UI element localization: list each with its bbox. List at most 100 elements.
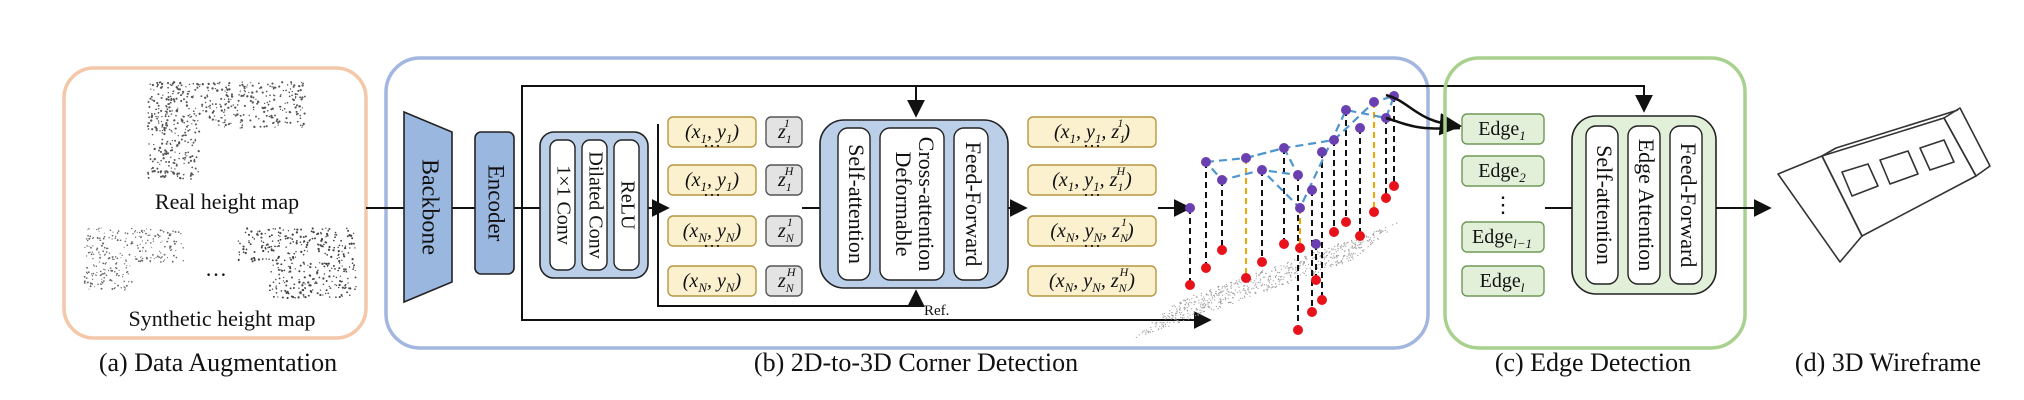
height-map-dot [161, 123, 164, 126]
synthetic-map-dot [298, 287, 300, 289]
height-query-text: z1H [777, 164, 795, 194]
synthetic-map-dot [102, 250, 105, 253]
synthetic-map-dot [125, 259, 127, 261]
synthetic-map-dot [307, 264, 309, 266]
edge-self-attention-label: Self-attention [1592, 145, 1617, 265]
ground-point [1263, 289, 1265, 291]
ground-point [1209, 307, 1211, 309]
synthetic-map-dot [278, 282, 281, 284]
ground-point [1171, 305, 1173, 307]
synthetic-map-dot [338, 295, 341, 299]
ground-point [1181, 312, 1183, 314]
ground-point [1325, 251, 1327, 253]
ground-point [1280, 265, 1282, 267]
ground-point [1183, 320, 1185, 322]
ground-point [1163, 322, 1165, 324]
ground-point [1200, 302, 1202, 304]
ground-point [1234, 283, 1236, 285]
height-map-dot [290, 83, 293, 85]
height-map-dot [169, 110, 171, 113]
height-map-dot [186, 92, 189, 95]
height-map-dot [161, 115, 163, 118]
synthetic-map-dot [104, 254, 106, 256]
synthetic-map-dot [262, 244, 264, 247]
synthetic-map-dot [302, 293, 305, 296]
synthetic-map-dot [104, 262, 107, 265]
ground-point [1193, 311, 1195, 313]
ground-point [1255, 272, 1257, 274]
synthetic-map-dot [268, 228, 270, 231]
synthetic-map-dot [338, 262, 341, 264]
height-map-dot [230, 95, 234, 98]
ground-point [1235, 280, 1238, 282]
height-map-dot [169, 95, 172, 98]
ground-point [1272, 280, 1274, 282]
height-map-dot [162, 153, 165, 157]
corner-2d-point [1307, 307, 1317, 317]
ground-point [1221, 302, 1223, 305]
height-map-dot [230, 99, 232, 101]
ground-point [1287, 261, 1289, 263]
ground-point [1222, 286, 1224, 288]
synthetic-map-dot [290, 237, 292, 239]
height-map-dot [231, 94, 233, 96]
synthetic-map-dot [130, 242, 133, 245]
ground-point [1362, 250, 1364, 252]
ground-point [1220, 306, 1222, 308]
ground-point [1342, 256, 1345, 258]
synthetic-map-dot [275, 278, 277, 281]
height-map-dot [149, 158, 152, 161]
ground-point [1372, 242, 1374, 244]
height-map-dot [223, 98, 226, 100]
ground-point [1179, 307, 1181, 309]
synthetic-map-dot [149, 242, 152, 244]
synthetic-map-dot [92, 237, 95, 239]
height-map-dot [178, 141, 181, 144]
synthetic-map-dot [151, 246, 153, 248]
height-map-dot [153, 99, 156, 102]
height-map-dot [288, 91, 291, 94]
synthetic-map-dot [327, 262, 330, 265]
ground-point [1280, 268, 1282, 270]
height-map-dot [177, 85, 180, 87]
ground-point [1138, 334, 1140, 336]
height-map-dot [188, 107, 190, 110]
synthetic-map-dot [294, 268, 296, 270]
ground-point [1318, 252, 1320, 254]
synthetic-map-dot [124, 232, 127, 234]
synthetic-map-dot [160, 252, 162, 254]
synthetic-map-dot [94, 286, 96, 288]
height-map-dot [234, 114, 237, 117]
height-map-dot [183, 162, 185, 165]
ground-point [1204, 300, 1206, 302]
synthetic-map-dot [325, 232, 329, 235]
height-map-dot [170, 98, 173, 102]
synthetic-map-dot [253, 238, 256, 240]
synthetic-map-dot [111, 238, 113, 240]
synthetic-map-dot [327, 248, 331, 251]
height-map-dot [156, 167, 159, 170]
ground-point [1287, 272, 1289, 274]
caption-edge-detection: (c) Edge Detection [1495, 348, 1691, 377]
synthetic-map-dot [157, 234, 160, 237]
synthetic-map-dot [279, 238, 282, 241]
synthetic-map-dot [134, 230, 137, 232]
ground-point [1206, 293, 1208, 295]
ground-point [1213, 294, 1215, 296]
height-map-dot [163, 128, 166, 131]
output-corner-text: (x1, y1, z1H) [1052, 164, 1132, 194]
ground-point [1303, 272, 1305, 275]
ground-point [1347, 254, 1349, 256]
height-map-dot [190, 115, 193, 118]
ground-point [1245, 290, 1247, 292]
synthetic-map-dot [348, 266, 351, 268]
synthetic-map-dot [315, 282, 318, 285]
synthetic-map-dot [351, 237, 354, 240]
height-map-dot [189, 174, 192, 177]
height-map-dot [182, 173, 185, 176]
ground-point [1259, 282, 1261, 284]
height-map-dot [156, 85, 159, 88]
height-map-dot [189, 114, 191, 116]
ground-point [1179, 302, 1181, 304]
